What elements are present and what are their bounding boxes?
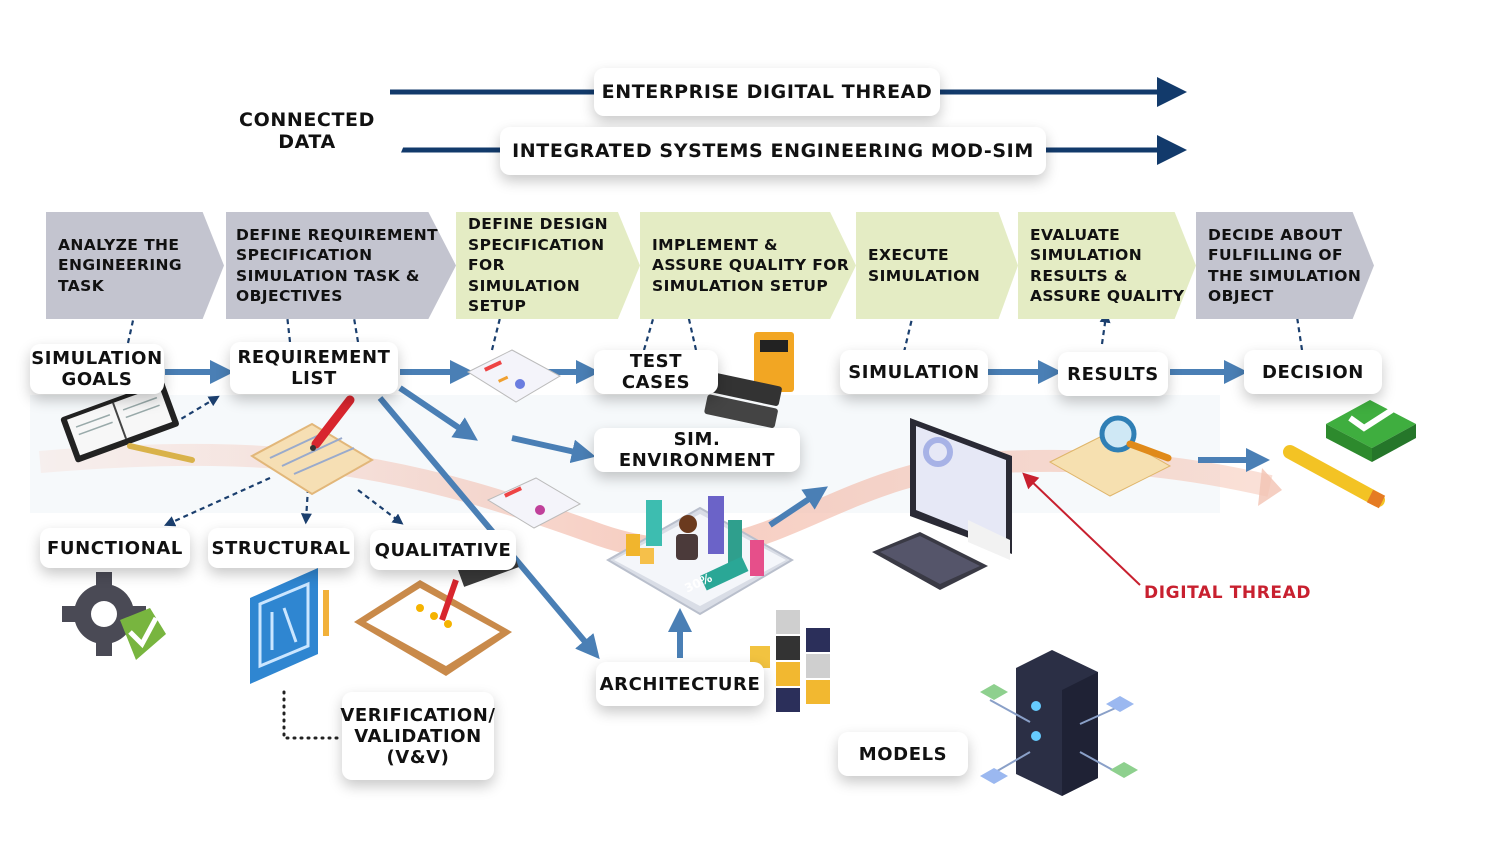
notebook-icon [60, 381, 179, 463]
red-pencil-icon [310, 395, 355, 451]
structural-label: STRUCTURAL [208, 528, 354, 568]
step-implement: IMPLEMENT & ASSURE QUALITY FOR SIMULATIO… [640, 212, 856, 319]
verification-validation-label: VERIFICATION/ VALIDATION (V&V) [340, 692, 495, 780]
yellow-pencil-icon [1283, 445, 1386, 509]
dash-results-to-evaluate [1099, 311, 1111, 345]
step-define-requirement: DEFINE REQUIREMENT SPECIFICATION SIMULAT… [226, 212, 456, 319]
network-node-icons [980, 684, 1138, 784]
sim-environment-label: SIM. ENVIRONMENT [594, 428, 800, 472]
arrow-reqlist-to-architecture [377, 396, 600, 660]
step-decide-label: DECIDE ABOUT FULFILLING OF THE SIMULATIO… [1208, 225, 1362, 306]
step-analyze-label: ANALYZE THE ENGINEERING TASK [58, 235, 182, 295]
test-cases-label: TEST CASES [594, 350, 718, 394]
checklist-icon [250, 422, 374, 496]
step-define-requirement-label: DEFINE REQUIREMENT SPECIFICATION SIMULAT… [236, 225, 439, 306]
step-define-design: DEFINE DESIGN SPECIFICATION FOR SIMULATI… [456, 212, 640, 319]
step-evaluate: EVALUATE SIMULATION RESULTS & ASSURE QUA… [1018, 212, 1196, 319]
spec-document-icon [466, 349, 562, 403]
step-define-design-label: DEFINE DESIGN SPECIFICATION FOR SIMULATI… [468, 215, 609, 316]
qualitative-label: QUALITATIVE [370, 530, 516, 570]
models-label: MODELS [838, 732, 968, 776]
requirement-list-label: REQUIREMENT LIST [230, 342, 398, 394]
architecture-label: ARCHITECTURE [596, 662, 764, 706]
digital-thread-label: DIGITAL THREAD [1144, 583, 1312, 603]
integrated-modsim-label: INTEGRATED SYSTEMS ENGINEERING MOD-SIM [500, 127, 1046, 175]
computer-monitor-icon [910, 418, 1012, 560]
server-icon [1016, 650, 1098, 796]
results-magnifier-icon [1048, 415, 1172, 497]
checkmark-icon [1326, 400, 1416, 462]
dash-to-functional [163, 476, 271, 527]
pencil-icon [127, 443, 195, 463]
step-implement-label: IMPLEMENT & ASSURE QUALITY FOR SIMULATIO… [652, 235, 850, 295]
decision-label: DECISION [1244, 350, 1382, 394]
step-execute: EXECUTE SIMULATION [856, 212, 1018, 319]
functional-label: FUNCTIONAL [40, 528, 190, 568]
digital-thread-ribbon-head [1258, 468, 1282, 506]
connected-data-label: CONNECTED DATA [239, 109, 375, 153]
doc-icon-2 [486, 477, 582, 529]
dotted-connector-vv [282, 690, 342, 740]
step-evaluate-label: EVALUATE SIMULATION RESULTS & ASSURE QUA… [1030, 225, 1185, 306]
gear-icon [62, 572, 146, 656]
blueprint-icon [250, 568, 329, 684]
step-decide: DECIDE ABOUT FULFILLING OF THE SIMULATIO… [1196, 212, 1374, 319]
server-connections [989, 699, 1121, 775]
architecture-blocks-icon [750, 610, 830, 712]
step-execute-label: EXECUTE SIMULATION [868, 246, 981, 285]
keyboard-icon [872, 532, 988, 590]
simulation-label: SIMULATION [840, 350, 988, 394]
results-label: RESULTS [1058, 352, 1168, 396]
arrow-env-to-simulation [768, 486, 828, 528]
dash-decision-to-decide [1291, 305, 1304, 351]
enterprise-thread-label: ENTERPRISE DIGITAL THREAD [594, 68, 940, 116]
binders-icon [704, 332, 794, 428]
step-analyze: ANALYZE THE ENGINEERING TASK [46, 212, 224, 319]
connected-data-box [222, 95, 410, 167]
sim-environment-illustration [605, 496, 795, 616]
digital-thread-pointer [1022, 472, 1141, 586]
check-badge-icon [120, 608, 166, 660]
simulation-goals-label: SIMULATION GOALS [30, 344, 164, 394]
arrow-to-simenv [511, 435, 596, 464]
arrow-reqlist-down [398, 385, 478, 441]
